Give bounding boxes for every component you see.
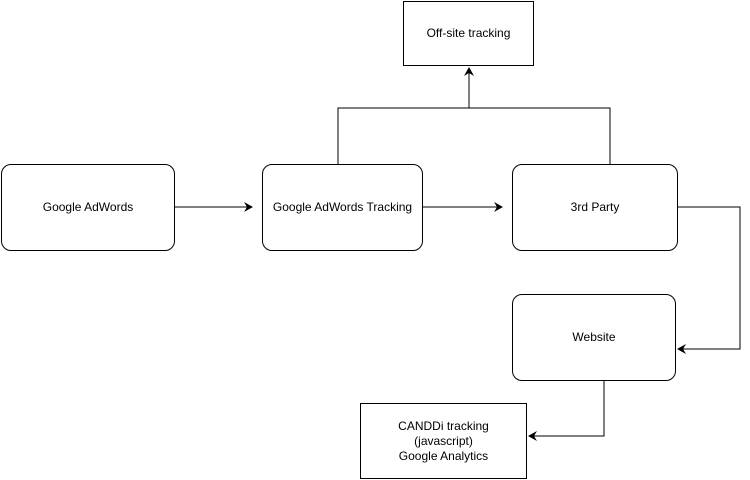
website-node: Website — [512, 294, 676, 381]
canddi-tracking-node: CANDDi tracking (javascript) Google Anal… — [360, 403, 527, 479]
offsite-tracking-node: Off-site tracking — [403, 1, 534, 66]
google-adwords-label: Google AdWords — [42, 200, 134, 214]
edge-tracking-to-offsite — [337, 107, 469, 164]
edge-thirdparty-to-website — [677, 206, 741, 354]
offsite-tracking-label: Off-site tracking — [426, 26, 511, 40]
adwords-tracking-node: Google AdWords Tracking — [262, 164, 423, 251]
third-party-label: 3rd Party — [570, 200, 620, 214]
google-adwords-node: Google AdWords — [1, 164, 175, 251]
edge-website-to-canddi — [528, 381, 605, 441]
edge-thirdparty-to-offsite — [469, 107, 611, 164]
canddi-tracking-label: CANDDi tracking (javascript) Google Anal… — [398, 418, 489, 463]
third-party-node: 3rd Party — [512, 164, 678, 251]
website-label: Website — [572, 330, 616, 344]
adwords-tracking-label: Google AdWords Tracking — [272, 200, 413, 214]
